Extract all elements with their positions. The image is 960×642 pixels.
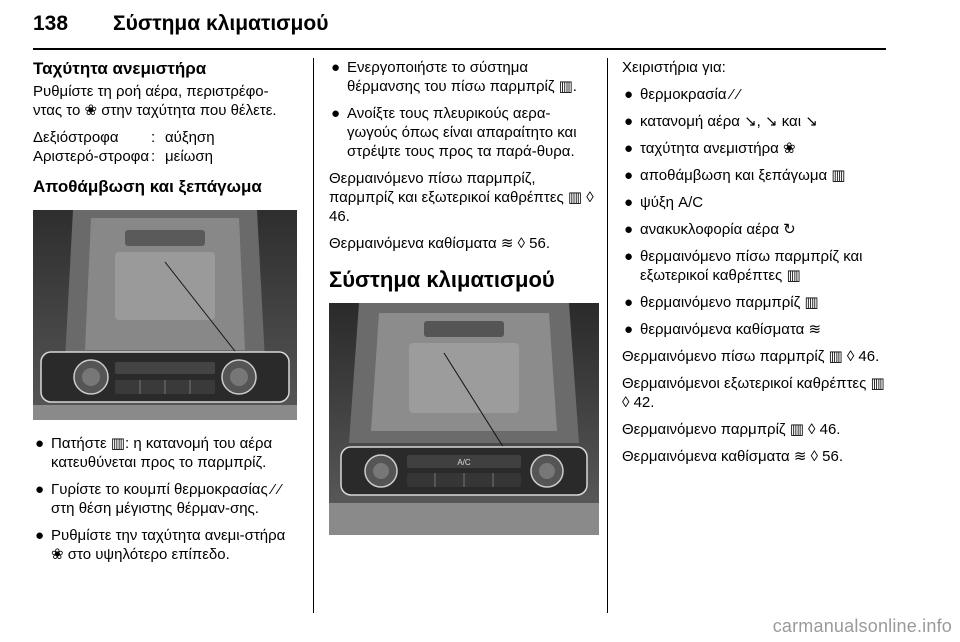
bullet-icon: ● [35, 481, 45, 498]
list-item-text: αποθάμβωση και ξεπάγωμα ▥ [640, 167, 846, 184]
ac-button-label: A/C [457, 458, 471, 467]
climate-panel-illustration: A/C [329, 303, 599, 535]
list-item-text: θερμαινόμενο παρμπρίζ ▥ [640, 294, 819, 311]
bullet-icon: ● [624, 294, 634, 311]
climate-panel-photo-1 [33, 210, 297, 420]
climate-panel-photo-2: A/C [329, 303, 599, 535]
list-item: ● ταχύτητα ανεμιστήρα ❀ [622, 139, 887, 158]
list-item: ● Πατήστε ▥: η κατανομή του αέρα κατευθύν… [33, 434, 297, 472]
defrost-steps-continued: ● Ενεργοποιήστε το σύστημα θέρμανσης του … [329, 58, 599, 161]
controls-list: ● θερμοκρασία ⁄ ⁄ ● κατανομή αέρα ↘, ↘ και… [622, 85, 887, 339]
list-item: ● ψύξη A/C [622, 193, 887, 212]
list-item-text: Πατήστε ▥: η κατανομή του αέρα κατευθύνε… [51, 435, 273, 471]
controls-intro: Χειριστήρια για: [622, 59, 726, 76]
fan-speed-heading: Ταχύτητα ανεμιστήρα [33, 59, 207, 78]
fan-speed-text: Ρυθμίστε τη ροή αέρα, περιστρέφο-ντας το… [33, 83, 277, 119]
bullet-icon: ● [331, 59, 341, 76]
list-item-text: Ενεργοποιήστε το σύστημα θέρμανσης του π… [347, 59, 577, 95]
page-number: 138 [33, 12, 69, 35]
rotation-direction: Δεξιόστροφα [33, 129, 119, 146]
column-1: Ταχύτητα ανεμιστήρα Ρυθμίστε τη ροή αέρα… [33, 58, 297, 572]
rotation-direction: Αριστερό-στροφα [33, 148, 150, 165]
table-row: Δεξιόστροφα : αύξηση [33, 128, 215, 147]
cross-reference-text: Θερμαινόμενα καθίσματα ≋ ◊ 56. [622, 448, 844, 465]
page-header: 138 Σύστημα κλιματισμού [33, 6, 886, 50]
bullet-icon: ● [35, 527, 45, 544]
cross-reference-text: Θερμαινόμενο παρμπρίζ ▥ ◊ 46. [622, 421, 841, 438]
list-item-text: κατανομή αέρα ↘, ↘ και ↘ [640, 113, 818, 130]
list-item: ● θερμαινόμενο παρμπρίζ ▥ [622, 293, 887, 312]
separator: : [151, 129, 156, 146]
header-rule [33, 48, 886, 50]
list-item-text: θερμοκρασία ⁄ ⁄ [640, 86, 740, 103]
list-item-text: ταχύτητα ανεμιστήρα ❀ [640, 140, 796, 157]
bullet-icon: ● [331, 105, 341, 122]
list-item-text: θερμαινόμενα καθίσματα ≋ [640, 321, 822, 338]
list-item: ● Ανοίξτε τους πλευρικούς αερα-γωγούς όπω… [329, 104, 599, 161]
column-divider [607, 58, 608, 613]
rotation-effect: αύξηση [165, 129, 215, 146]
table-row: Αριστερό-στροφα : μείωση [33, 147, 215, 166]
list-item-text: Ανοίξτε τους πλευρικούς αερα-γωγούς όπως… [347, 105, 577, 160]
list-item: ● θερμαινόμενο πίσω παρμπρίζ και εξωτερικ… [622, 247, 887, 285]
list-item: ● ανακυκλοφορία αέρα ↻ [622, 220, 887, 239]
list-item: ● αποθάμβωση και ξεπάγωμα ▥ [622, 166, 887, 185]
bullet-icon: ● [624, 221, 634, 238]
rotation-table: Δεξιόστροφα : αύξηση Αριστερό-στροφα : μ… [33, 128, 215, 166]
bullet-icon: ● [624, 194, 634, 211]
list-item-text: ανακυκλοφορία αέρα ↻ [640, 221, 796, 238]
cross-reference-text: Θερμαινόμενοι εξωτερικοί καθρέπτες ▥ ◊ 4… [622, 375, 885, 411]
rotation-effect: μείωση [165, 148, 213, 165]
list-item: ● θερμοκρασία ⁄ ⁄ [622, 85, 887, 104]
list-item-text: θερμαινόμενο πίσω παρμπρίζ και εξωτερικο… [640, 248, 863, 284]
list-item: ● θερμαινόμενα καθίσματα ≋ [622, 320, 887, 339]
bullet-icon: ● [35, 435, 45, 452]
separator: : [151, 148, 156, 165]
column-3: Χειριστήρια για: ● θερμοκρασία ⁄ ⁄ ● καταν… [622, 58, 887, 474]
cross-reference-text: Θερμαινόμενο πίσω παρμπρίζ, παρμπρίζ και… [329, 170, 594, 225]
list-item: ● κατανομή αέρα ↘, ↘ και ↘ [622, 112, 887, 131]
list-item: ● Ρυθμίστε την ταχύτητα ανεμι-στήρα ❀ στο… [33, 526, 297, 564]
list-item: ● Ενεργοποιήστε το σύστημα θέρμανσης του … [329, 58, 599, 96]
cross-reference-text: Θερμαινόμενο πίσω παρμπρίζ ▥ ◊ 46. [622, 348, 880, 365]
defrost-heading: Αποθάμβωση και ξεπάγωμα [33, 177, 262, 196]
bullet-icon: ● [624, 248, 634, 265]
cross-reference-text: Θερμαινόμενα καθίσματα ≋ ◊ 56. [329, 235, 551, 252]
list-item-text: ψύξη A/C [640, 194, 704, 211]
climate-control-heading: Σύστημα κλιματισμού [329, 267, 555, 292]
list-item-text: Γυρίστε το κουμπί θερμοκρασίας ⁄ ⁄ στη θ… [51, 481, 282, 517]
column-2: ● Ενεργοποιήστε το σύστημα θέρμανσης του … [329, 58, 599, 535]
defrost-steps: ● Πατήστε ▥: η κατανομή του αέρα κατευθύν… [33, 434, 297, 564]
bullet-icon: ● [624, 113, 634, 130]
watermark: carmanualsonline.info [772, 616, 952, 636]
column-divider [313, 58, 314, 613]
bullet-icon: ● [624, 321, 634, 338]
list-item: ● Γυρίστε το κουμπί θερμοκρασίας ⁄ ⁄ στη … [33, 480, 297, 518]
bullet-icon: ● [624, 140, 634, 157]
bullet-icon: ● [624, 167, 634, 184]
bullet-icon: ● [624, 86, 634, 103]
climate-panel-illustration [33, 210, 297, 420]
page-title: Σύστημα κλιματισμού [113, 12, 329, 35]
list-item-text: Ρυθμίστε την ταχύτητα ανεμι-στήρα ❀ στο … [51, 527, 286, 563]
